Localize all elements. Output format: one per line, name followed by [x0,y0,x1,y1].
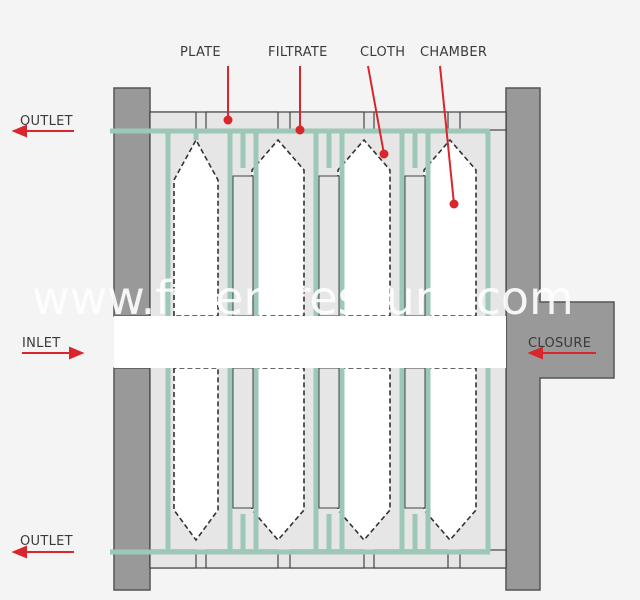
label-chamber: CHAMBER [420,45,487,60]
chamber-pointer-dot [449,199,459,209]
filtrate-pointer-dot [295,125,305,135]
chamber-1-lower [173,367,219,542]
chambers-upper [173,138,477,317]
left-head-lower [113,367,151,591]
closure-arrow-icon [527,346,543,360]
label-closure: CLOSURE [528,336,591,351]
plate-cores [232,175,426,509]
watermark: www.filterpressure.com [32,271,574,325]
label-filtrate: FILTRATE [268,45,328,60]
plate-pointer-dot [223,115,233,125]
outlet-top-arrow-icon [11,124,27,138]
label-plate: PLATE [180,45,221,60]
label-inlet: INLET [22,336,60,351]
outlet-bottom-arrow-icon [11,545,27,559]
inlet-arrow-icon [69,346,85,360]
feed-channel [114,316,506,368]
label-outlet-top: OUTLET [20,114,73,129]
plate-tabs-top [149,111,507,131]
label-outlet-bottom: OUTLET [20,534,73,549]
chamber-3-lower [337,367,391,542]
left-head-upper [113,87,151,317]
pointers [223,65,459,209]
closure-frame [505,87,615,591]
chamber-4-lower [423,367,477,542]
flow-arrows [11,124,596,559]
chambers-lower [173,367,477,542]
cloth-pointer-dot [379,149,389,159]
label-cloth: CLOTH [360,45,405,60]
chamber-2-lower [251,367,305,542]
